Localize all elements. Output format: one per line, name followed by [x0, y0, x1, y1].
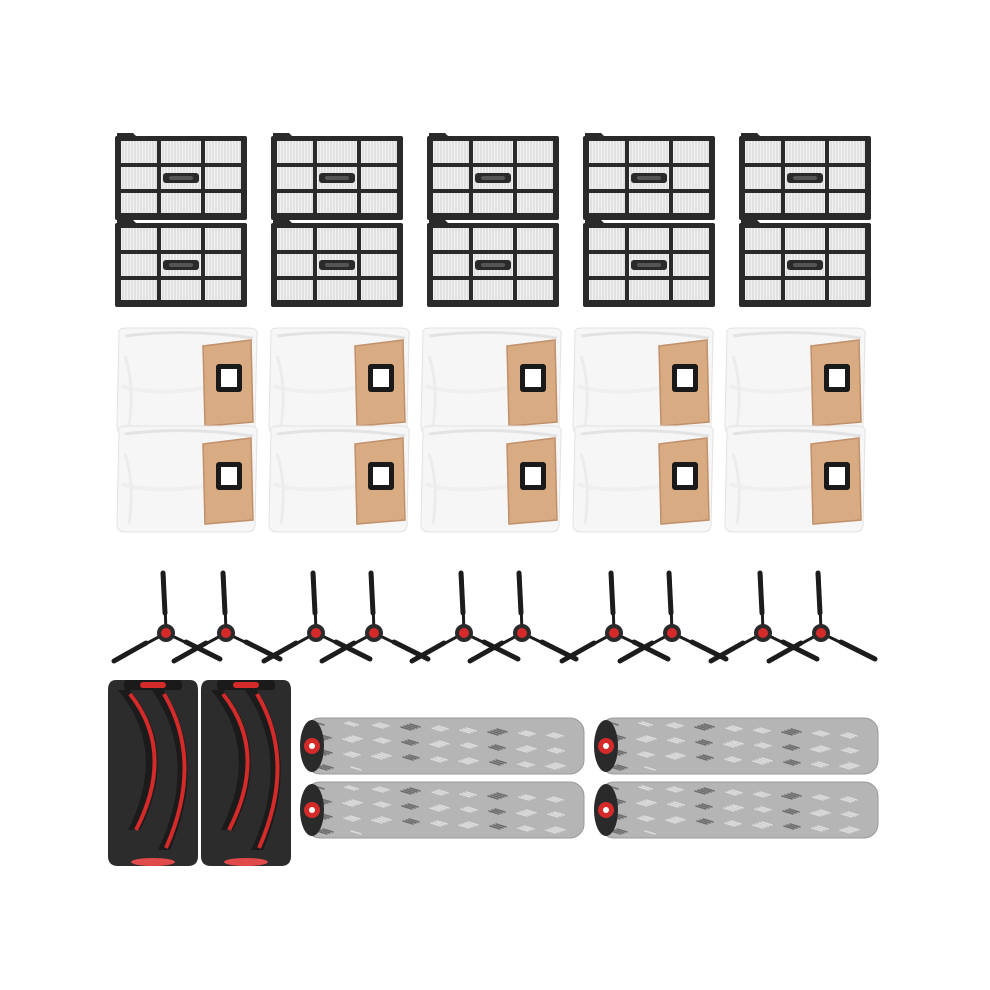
side-brush-icon — [111, 570, 223, 664]
main-brush-group — [108, 680, 291, 866]
dust-bag-icon — [116, 425, 258, 533]
dust-bag-icon — [420, 425, 562, 533]
dust-bag-group — [116, 327, 866, 533]
hepa-filter-icon — [115, 133, 247, 220]
dust-bag-icon — [724, 327, 866, 435]
main-brush-icon — [108, 680, 198, 866]
side-brush-icon — [409, 570, 521, 664]
roller-brush-icon — [300, 781, 585, 839]
hepa-filter-icon — [739, 133, 871, 220]
hepa-filter-icon — [427, 220, 559, 307]
side-brush-icon — [708, 570, 820, 664]
hepa-filter-icon — [583, 133, 715, 220]
side-brush-icon — [319, 570, 431, 664]
dust-bag-icon — [268, 327, 410, 435]
hepa-filter-icon — [427, 133, 559, 220]
hepa-filter-icon — [271, 133, 403, 220]
hepa-filter-group — [115, 133, 871, 307]
side-brush-icon — [766, 570, 878, 664]
side-brush-icon — [559, 570, 671, 664]
roller-brush-group — [300, 717, 879, 839]
dust-bag-icon — [116, 327, 258, 435]
dust-bag-icon — [268, 425, 410, 533]
dust-bag-icon — [572, 425, 714, 533]
dust-bag-icon — [420, 327, 562, 435]
main-brush-icon — [201, 680, 291, 866]
roller-brush-icon — [594, 781, 879, 839]
hepa-filter-icon — [583, 220, 715, 307]
dust-bag-icon — [724, 425, 866, 533]
side-brush-group — [111, 570, 878, 664]
hepa-filter-icon — [271, 220, 403, 307]
roller-brush-icon — [300, 717, 585, 775]
hepa-filter-icon — [115, 220, 247, 307]
hepa-filter-icon — [739, 220, 871, 307]
roller-brush-icon — [594, 717, 879, 775]
dust-bag-icon — [572, 327, 714, 435]
side-brush-icon — [261, 570, 373, 664]
